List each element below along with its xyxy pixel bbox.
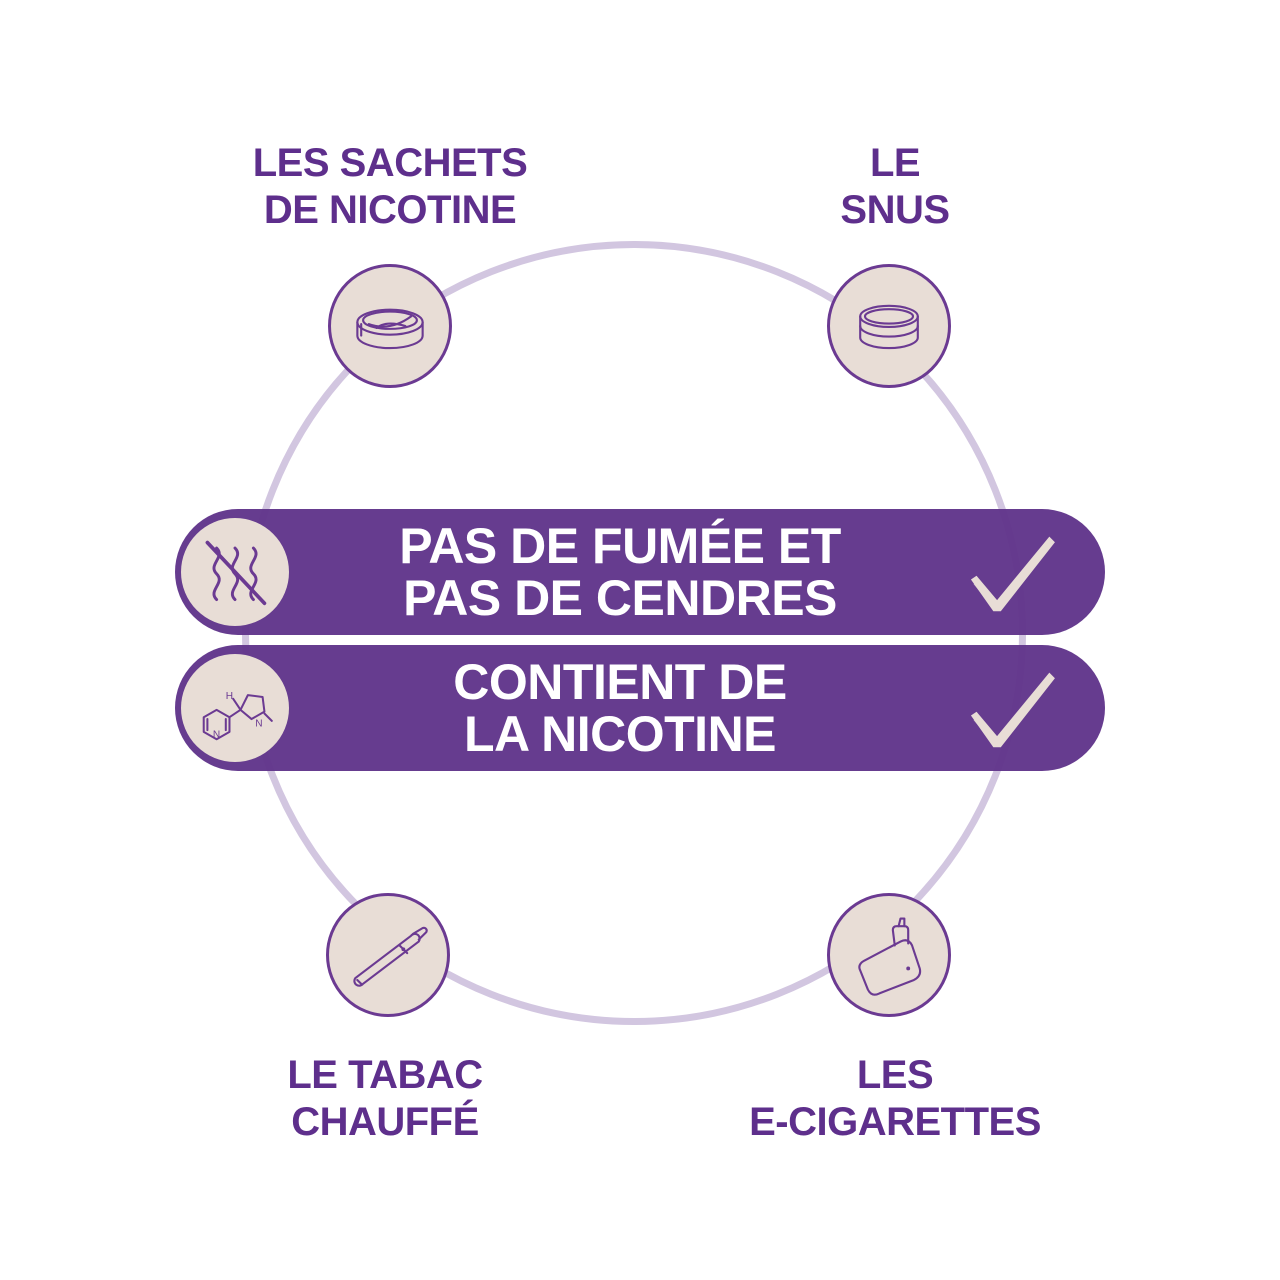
molecule-pyridine-n-label: N bbox=[213, 729, 220, 740]
label-line: LE TABAC bbox=[287, 1053, 483, 1097]
banner-contains-nicotine: H N N CONTIENT DE LA NICOTINE bbox=[175, 645, 1105, 771]
no-smoke-icon bbox=[181, 518, 289, 626]
snus-can-icon bbox=[827, 264, 951, 388]
label-heated-tobacco: LE TABAC CHAUFFÉ bbox=[220, 1052, 550, 1146]
banner-line: PAS DE FUMÉE ET bbox=[399, 518, 841, 574]
banner-no-smoke-text: PAS DE FUMÉE ET PAS DE CENDRES bbox=[315, 509, 925, 635]
banner-line: CONTIENT DE bbox=[453, 654, 787, 710]
banner-line: LA NICOTINE bbox=[463, 706, 777, 762]
heated-tobacco-stick-icon bbox=[326, 893, 450, 1017]
e-cigarette-device-icon bbox=[827, 893, 951, 1017]
molecule-h-label: H bbox=[226, 691, 233, 702]
checkmark-icon bbox=[970, 672, 1055, 748]
label-line: DE NICOTINE bbox=[263, 188, 517, 232]
label-snus: LE SNUS bbox=[730, 140, 1060, 234]
banner-no-smoke: PAS DE FUMÉE ET PAS DE CENDRES bbox=[175, 509, 1105, 635]
label-line: SNUS bbox=[840, 188, 950, 232]
label-line: LES bbox=[856, 1053, 934, 1097]
checkmark-icon bbox=[970, 536, 1055, 612]
pouch-can-open-icon bbox=[328, 264, 452, 388]
molecule-n-label: N bbox=[255, 718, 262, 729]
label-line: LE bbox=[869, 141, 921, 185]
label-line: LES SACHETS bbox=[252, 141, 528, 185]
nicotine-molecule-icon: H N N bbox=[181, 654, 289, 762]
banner-line: PAS DE CENDRES bbox=[403, 570, 837, 626]
label-line: E-CIGARETTES bbox=[749, 1100, 1041, 1144]
label-line: CHAUFFÉ bbox=[291, 1100, 479, 1144]
banner-contains-nicotine-text: CONTIENT DE LA NICOTINE bbox=[315, 645, 925, 771]
label-e-cigarettes: LES E-CIGARETTES bbox=[720, 1052, 1070, 1146]
label-nicotine-pouches: LES SACHETS DE NICOTINE bbox=[220, 140, 560, 234]
